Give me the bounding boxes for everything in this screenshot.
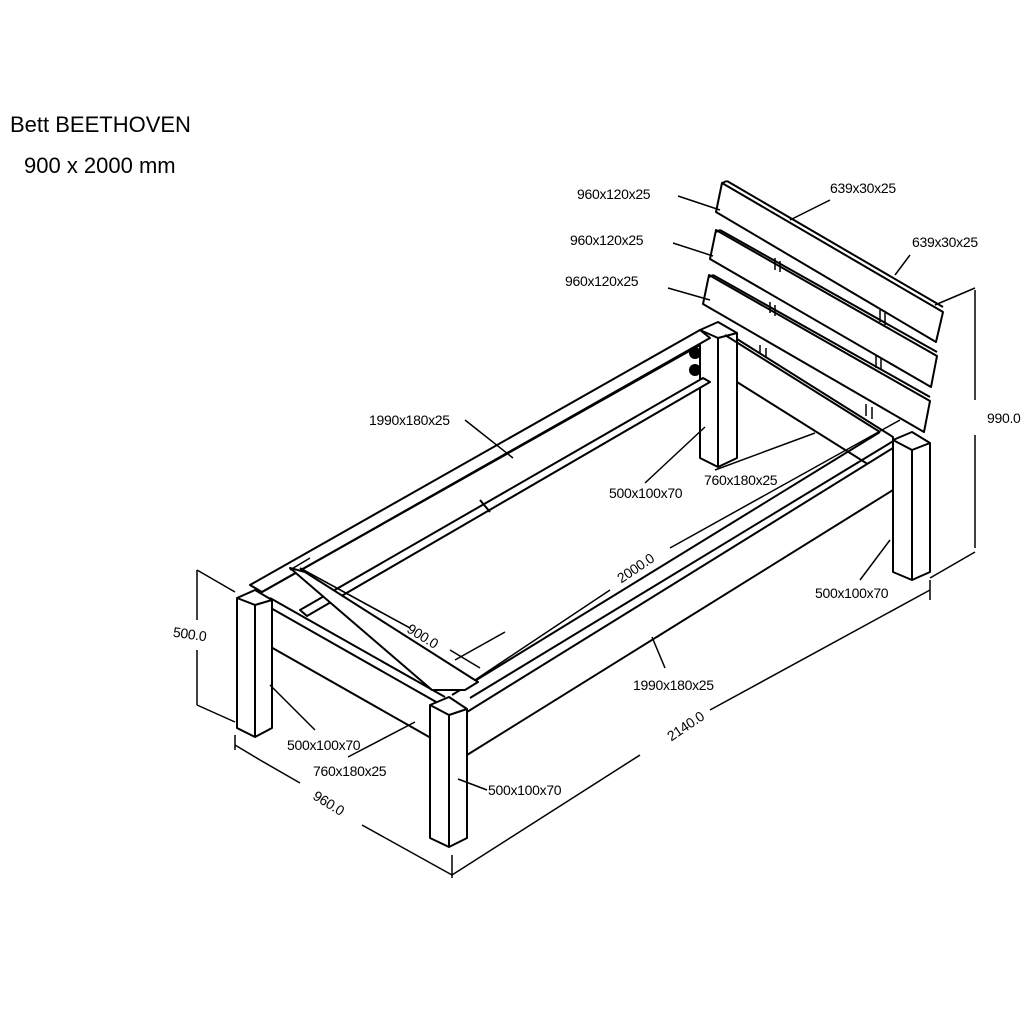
label-post-front-left: 500x100x70 bbox=[287, 737, 361, 753]
label-post-front-right: 500x100x70 bbox=[488, 782, 562, 798]
drawing-title: Bett BEETHOVEN bbox=[10, 112, 191, 137]
label-post-back-left: 500x100x70 bbox=[609, 485, 683, 501]
foot-rail bbox=[261, 567, 479, 743]
post-back-right bbox=[892, 431, 931, 581]
dimension-lines bbox=[196, 195, 976, 878]
label-slat-batten-2: 639x30x25 bbox=[912, 234, 978, 250]
dim-height-total: 990.0 bbox=[987, 410, 1021, 426]
label-headboard-slat-3: 960x120x25 bbox=[565, 273, 639, 289]
side-rail-back bbox=[249, 329, 711, 617]
post-front-right bbox=[429, 696, 468, 848]
post-back-left bbox=[689, 321, 738, 468]
label-headboard-slat-2: 960x120x25 bbox=[570, 232, 644, 248]
post-front-left bbox=[236, 589, 273, 738]
drawing-subtitle: 900 x 2000 mm bbox=[24, 153, 176, 178]
headboard-slats bbox=[702, 180, 944, 433]
label-headboard-slat-1: 960x120x25 bbox=[577, 186, 651, 202]
label-post-back-right: 500x100x70 bbox=[815, 585, 889, 601]
label-head-rail: 760x180x25 bbox=[704, 472, 778, 488]
label-slat-batten-1: 639x30x25 bbox=[830, 180, 896, 196]
label-side-rail-front: 1990x180x25 bbox=[633, 677, 714, 693]
label-side-rail-back: 1990x180x25 bbox=[369, 412, 450, 428]
label-foot-rail: 760x180x25 bbox=[313, 763, 387, 779]
